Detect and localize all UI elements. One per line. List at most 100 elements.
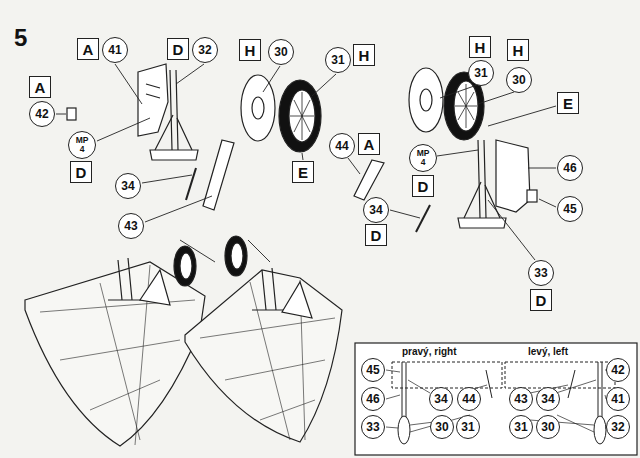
callout-number: 41 (102, 37, 128, 63)
callout-number: 31 (509, 415, 533, 439)
letter-box: D (365, 224, 387, 246)
callout-number: 34 (363, 197, 389, 223)
wing-underside (185, 270, 342, 442)
callout-text: 41 (611, 392, 624, 406)
leader-line (440, 85, 477, 98)
callout-text: 34 (541, 392, 554, 406)
rod-part (186, 168, 196, 200)
letter-box: H (239, 39, 261, 61)
callout-text: 33 (534, 266, 547, 280)
callout-number: MP 4 (409, 144, 437, 172)
callout-text: 31 (331, 53, 344, 67)
wheel-hub (252, 97, 264, 119)
callout-number: 42 (29, 101, 55, 127)
leader-line (142, 175, 192, 183)
wheel-hub (420, 89, 432, 111)
leader-line (528, 168, 556, 169)
leader-line (97, 118, 150, 141)
panel-lines (40, 265, 195, 445)
callout-number: 34 (115, 173, 141, 199)
callout-text: H (475, 39, 486, 56)
inset-wheel (398, 416, 410, 444)
callout-text: E (298, 164, 308, 181)
callout-number: 32 (606, 415, 630, 439)
leader-line (302, 153, 303, 160)
letter-box: D (167, 38, 189, 60)
callout-number: 44 (457, 387, 481, 411)
leader-line (478, 92, 514, 104)
strut-base (458, 218, 506, 228)
letter-box: A (358, 133, 380, 155)
leader-line (539, 199, 556, 207)
callout-text: 44 (462, 392, 475, 406)
letter-box: D (530, 289, 552, 311)
wing-strut (108, 258, 148, 300)
wheel-spokes (455, 84, 477, 128)
callout-text: D (371, 227, 382, 244)
leader-line (263, 66, 280, 92)
callout-text: 41 (108, 43, 121, 57)
callout-text: 31 (474, 66, 487, 80)
letter-box: H (353, 44, 375, 66)
small-part (67, 108, 76, 120)
callout-text: 32 (198, 43, 211, 57)
callout-text: 42 (35, 107, 48, 121)
inset-heading: pravý, right (402, 346, 456, 357)
callout-text: H (359, 47, 370, 64)
callout-number: 46 (361, 387, 385, 411)
door-panel (354, 160, 384, 200)
leader-line (488, 200, 535, 260)
strut-base (150, 150, 198, 160)
panel-lines (200, 280, 335, 440)
dashed-outline (392, 362, 502, 388)
wheel-rim (231, 243, 243, 269)
wheel-rim (289, 90, 315, 142)
leader-line (488, 106, 556, 126)
callout-number: 43 (509, 387, 533, 411)
leader-line (176, 64, 204, 84)
letter-box: A (77, 38, 99, 60)
wheel-tyre (225, 236, 247, 276)
callout-text: D (173, 41, 184, 58)
leader-line (115, 64, 142, 104)
wheel-spokes (290, 92, 314, 140)
callout-number: 41 (606, 387, 630, 411)
callout-number: 30 (506, 67, 532, 93)
letter-box: H (469, 36, 491, 58)
callout-text: 30 (435, 420, 448, 434)
callout-text: H (245, 42, 256, 59)
letter-box: D (412, 175, 434, 197)
wheel-tyre (279, 80, 321, 152)
callout-text: D (418, 178, 429, 195)
callout-number: 31 (325, 47, 351, 73)
inset-drawing (386, 362, 615, 444)
inset-frame (355, 343, 637, 455)
callout-number: 46 (557, 155, 583, 181)
callout-text: 45 (366, 363, 379, 377)
leader-lines (56, 64, 556, 262)
callout-text: 32 (611, 420, 624, 434)
callout-text: MP 4 (74, 136, 90, 154)
callout-number: 33 (528, 260, 554, 286)
strut-brace (155, 115, 192, 150)
rod-part (416, 205, 430, 232)
leader-line (56, 114, 66, 115)
leader-line (390, 210, 420, 218)
letter-box: A (29, 76, 51, 98)
callout-number: 34 (536, 387, 560, 411)
small-part (527, 190, 537, 202)
strut-brace (464, 182, 500, 218)
wing-door (282, 282, 312, 318)
leader-line (145, 196, 212, 222)
callout-number: 31 (468, 60, 494, 86)
callout-text: A (35, 79, 46, 96)
wheel (241, 75, 275, 141)
wheel (409, 68, 443, 132)
callout-number: 44 (329, 133, 355, 159)
letter-box: D (70, 161, 92, 183)
callout-text: 46 (563, 161, 576, 175)
leader-line (312, 74, 336, 96)
callout-text: A (83, 41, 94, 58)
callout-number: MP 4 (68, 131, 96, 159)
callout-text: 34 (434, 392, 447, 406)
